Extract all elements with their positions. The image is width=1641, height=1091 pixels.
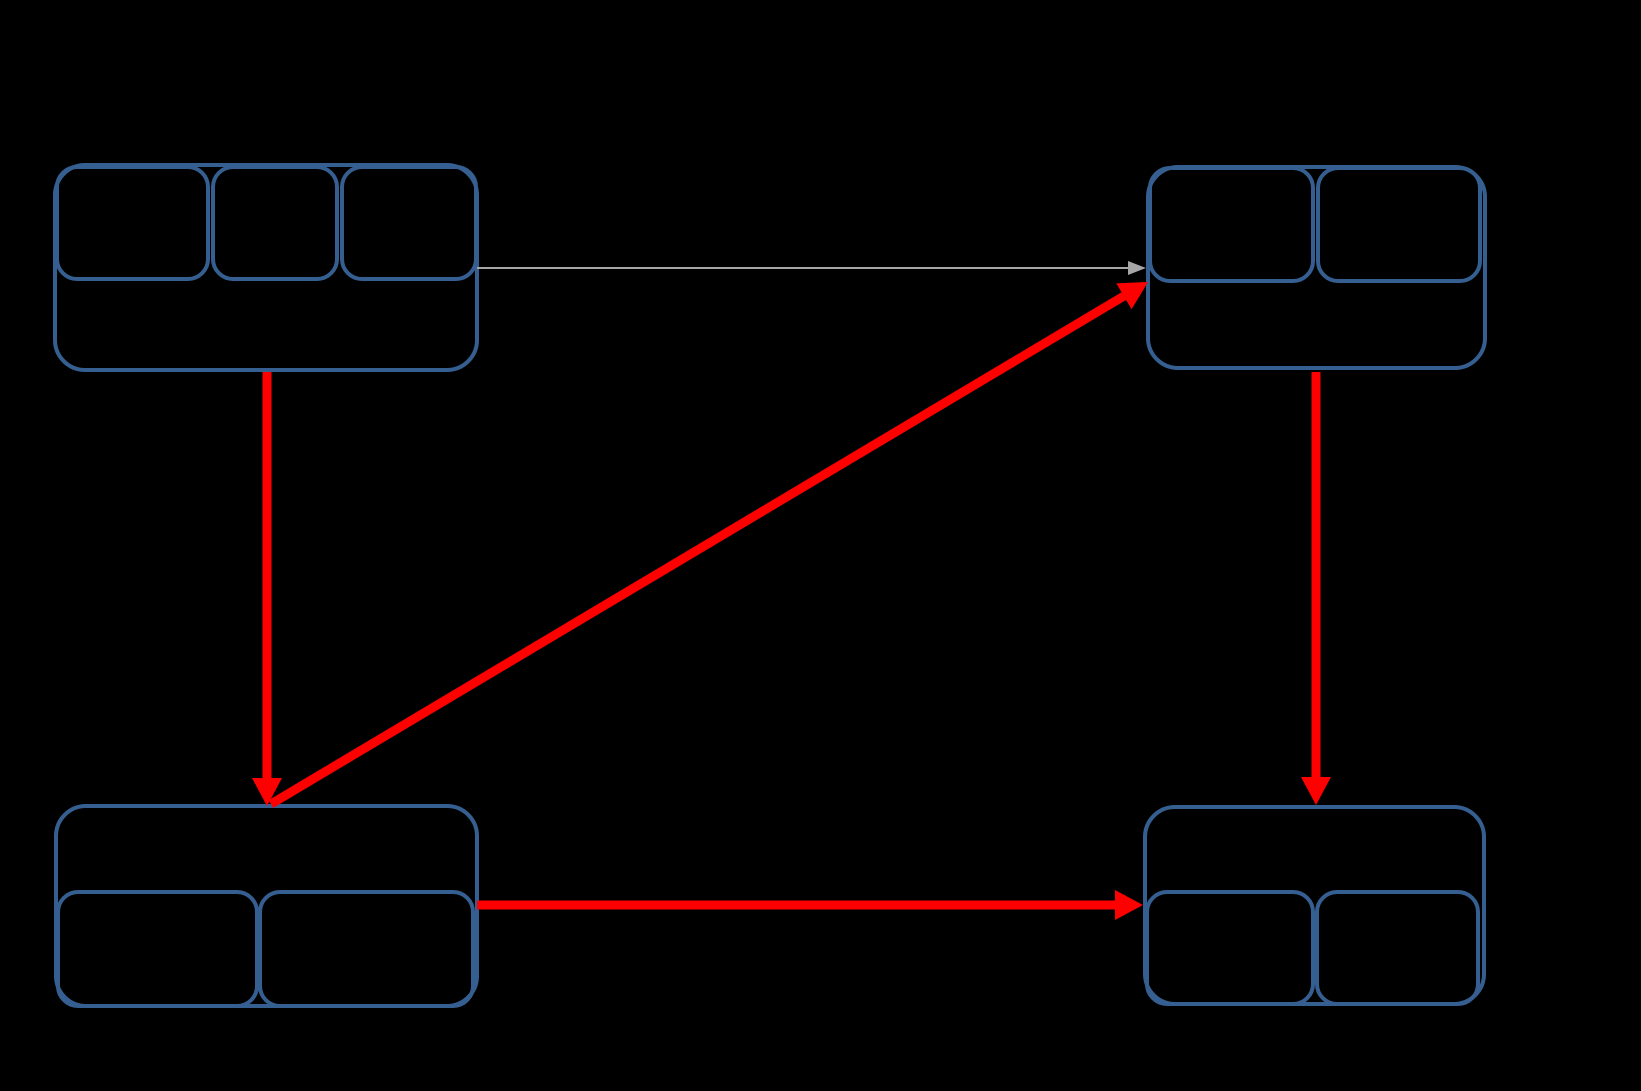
gray-arrow-top: [477, 261, 1146, 275]
bottom-right-sub-box-1: [1145, 890, 1315, 1006]
bottom-left-sub-box-1: [56, 890, 259, 1008]
red-arrow-diagonal-arrowhead-icon: [1116, 282, 1148, 310]
red-arrow-bottom: [477, 890, 1143, 920]
bottom-left-box-outline: [54, 804, 479, 1008]
red-arrow-diagonal: [268, 282, 1148, 808]
top-left-sub-box-3: [340, 165, 478, 281]
top-right-sub-box-2: [1316, 166, 1482, 283]
bottom-right-sub-box-2: [1315, 890, 1480, 1006]
top-right-box: [1146, 165, 1487, 370]
bottom-left-box: [54, 804, 479, 1008]
red-arrow-left-down: [252, 372, 282, 806]
bottom-right-box: [1143, 805, 1486, 1006]
red-arrow-left-down-arrowhead-icon: [252, 778, 282, 806]
gray-arrow-top-arrowhead-icon: [1128, 261, 1146, 275]
bottom-right-box-outline: [1143, 805, 1486, 1006]
top-left-box: [53, 163, 479, 372]
top-left-sub-box-2: [211, 165, 339, 281]
red-arrow-right-down: [1301, 372, 1331, 805]
top-right-sub-box-1: [1148, 166, 1315, 283]
top-left-box-outline: [53, 163, 479, 372]
red-arrow-diagonal-shaft: [268, 292, 1127, 808]
red-arrow-bottom-arrowhead-icon: [1115, 890, 1143, 920]
top-right-box-outline: [1146, 165, 1487, 370]
bottom-left-sub-box-2: [258, 890, 475, 1008]
top-left-sub-box-1: [55, 165, 210, 281]
red-arrow-right-down-arrowhead-icon: [1301, 777, 1331, 805]
